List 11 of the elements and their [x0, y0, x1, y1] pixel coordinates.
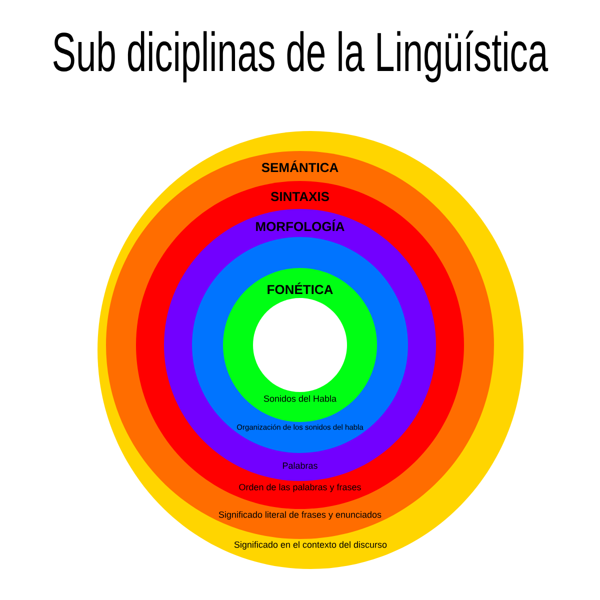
title: Sub diciplinas de la Lingüística	[53, 30, 548, 82]
ring-caption: Significado literal de frases y enunciados	[218, 511, 382, 520]
ring-caption: Palabras	[282, 462, 318, 469]
ring-caption: Orden de las palabras y frases	[239, 484, 361, 492]
ring-title: SEMÁNTICA	[262, 160, 338, 172]
ring-title: MORFOLOGÍA	[256, 219, 344, 232]
ring-title: SINTAXIS	[270, 192, 329, 202]
ring-caption: Significado en el contexto del discurso	[234, 541, 387, 550]
ring-caption: Sonidos del Habla	[264, 395, 336, 402]
center-circle	[253, 298, 347, 392]
ring-title: FONÉTICA	[268, 282, 333, 294]
